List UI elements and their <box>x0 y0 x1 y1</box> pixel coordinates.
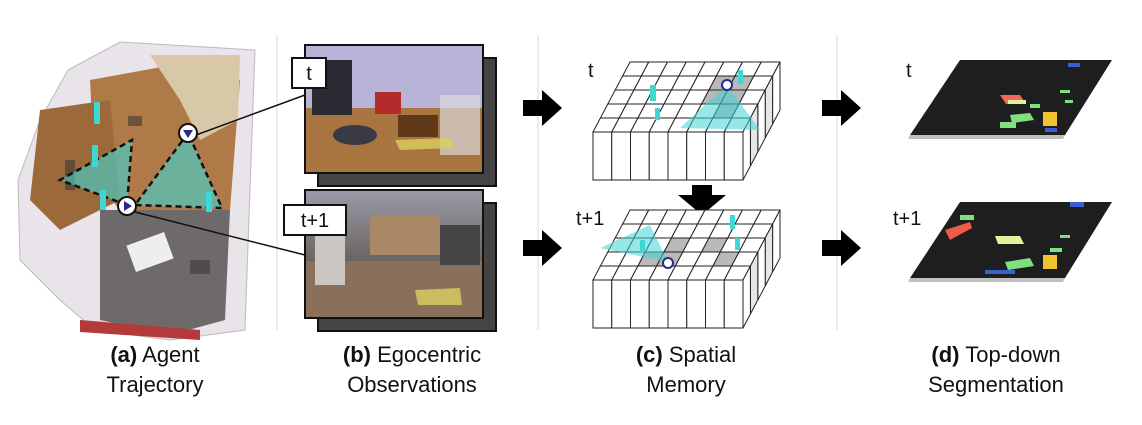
arrow-b-to-c-bottom <box>523 230 562 266</box>
caption-d-tag: (d) <box>931 342 960 367</box>
caption-a-line1: Agent <box>142 342 200 367</box>
memory-label-t: t <box>588 60 594 82</box>
panel-separators <box>276 35 838 330</box>
segmentation-map-t <box>908 60 1112 139</box>
caption-a: (a) Agent Trajectory <box>25 340 285 400</box>
spatial-memory-t <box>592 61 781 181</box>
flow-arrows <box>523 90 861 266</box>
house-render <box>17 41 306 341</box>
segmentation-label-t: t <box>906 60 912 82</box>
observation-t <box>304 44 497 187</box>
caption-d-line2: Segmentation <box>928 372 1064 397</box>
caption-a-tag: (a) <box>110 342 138 367</box>
time-box-t: t <box>291 57 327 89</box>
time-box-t1: t+1 <box>283 204 347 236</box>
memory-label-t1: t+1 <box>576 208 605 230</box>
segmentation-map-t1 <box>908 202 1112 282</box>
caption-c-line1: Spatial <box>668 342 737 367</box>
caption-b-line2: Observations <box>347 372 477 397</box>
caption-d: (d) Top-down Segmentation <box>866 340 1126 400</box>
caption-b-tag: (b) <box>342 342 371 367</box>
caption-c-tag: (c) <box>635 342 663 367</box>
arrow-c-to-d-top <box>822 90 861 126</box>
segmentation-label-t1: t+1 <box>893 208 922 230</box>
arrow-c-to-d-bottom <box>822 230 861 266</box>
arrow-b-to-c-top <box>523 90 562 126</box>
time-box-t-label: t <box>306 63 312 85</box>
caption-d-line1: Top-down <box>965 342 1061 367</box>
caption-b: (b) Egocentric Observations <box>282 340 542 400</box>
caption-a-line2: Trajectory <box>106 372 204 397</box>
arrow-memory-update <box>678 185 726 215</box>
time-box-t1-label: t+1 <box>301 210 329 232</box>
caption-b-line1: Egocentric <box>377 342 482 367</box>
caption-c: (c) Spatial Memory <box>556 340 816 400</box>
spatial-memory-t1 <box>592 209 781 329</box>
caption-c-line2: Memory <box>646 372 726 397</box>
